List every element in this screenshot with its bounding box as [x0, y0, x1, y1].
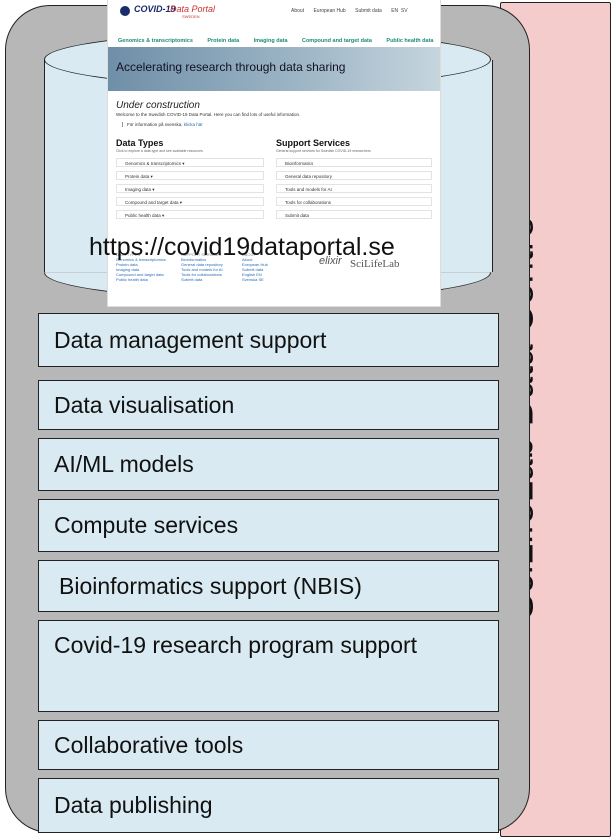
portal-logo-sub: SWEDEN [182, 14, 200, 19]
footer-heading: DATA TYPES [116, 252, 141, 257]
support-title: Support Services [276, 138, 351, 148]
nav-item: Genomics & transcriptomics [118, 38, 193, 44]
footer-link: About [242, 257, 253, 262]
service-label: Compute services [54, 512, 239, 538]
welcome-text: Welcome to the Swedish COVID-19 Data Por… [116, 112, 301, 117]
portal-screenshot: COVID-19 Data Portal SWEDEN About Europe… [108, 0, 440, 306]
footer-link: Bioinformatics [181, 257, 207, 262]
top-link: About [291, 8, 305, 14]
footer-link: Svenska SE [242, 277, 264, 282]
hero-title: Accelerating research through data shari… [116, 60, 346, 74]
service-data-management: Data management support [38, 313, 499, 367]
nav-item: Protein data [207, 38, 240, 44]
service-data-publishing: Data publishing [38, 778, 499, 833]
service-collaborative-tools: Collaborative tools [38, 720, 499, 770]
service-label: Data management support [54, 326, 327, 353]
footer-link: Submit data [181, 277, 203, 282]
portal-topbar: COVID-19 Data Portal SWEDEN About Europe… [108, 0, 440, 26]
service-compute: Compute services [38, 499, 499, 552]
support-row: Submit data [276, 210, 432, 219]
footer-link: General data repository [181, 262, 223, 267]
nav-item: Imaging data [253, 38, 288, 44]
elixir-logo: elixir [319, 255, 342, 267]
service-label: Data publishing [54, 792, 213, 818]
footer-col-data-types: DATA TYPES Genomics & transcriptomics Pr… [116, 252, 166, 282]
footer-heading: SUPPORT SERVICES [181, 252, 222, 257]
footer-link: Tools and models for AI [181, 267, 223, 272]
footer-link: Imaging data [116, 267, 140, 272]
under-construction-heading: Under construction [116, 100, 200, 111]
support-row: Bioinformatics [276, 158, 432, 167]
footer-link: European Hub [242, 262, 268, 267]
service-label: Covid-19 research program support [54, 632, 418, 658]
data-type-row: Compound and target data ▾ [116, 197, 264, 206]
service-data-visualisation: Data visualisation [38, 380, 499, 430]
footer-link: Genomics & transcriptomics [116, 257, 166, 262]
service-covid-program: Covid-19 research program support [38, 620, 499, 712]
support-sub: General support services for Swedish COV… [276, 149, 371, 153]
data-type-row: Public health data ▾ [116, 210, 264, 219]
info-note: För information på svenska, klicka här [122, 122, 203, 127]
service-ai-ml-models: AI/ML models [38, 438, 499, 491]
service-bioinformatics: Bioinformatics support (NBIS) [38, 560, 499, 612]
data-type-row: Genomics & transcriptomics ▾ [116, 158, 264, 167]
nav-item: Public health data [386, 38, 434, 44]
data-type-row: Protein data ▾ [116, 171, 264, 180]
portal-logo-icon [120, 6, 130, 16]
info-prefix: För information på svenska, [127, 122, 183, 127]
portal-logo-suffix: Data Portal [170, 4, 216, 14]
portal-url: https://covid19dataportal.se [89, 233, 395, 261]
footer-link: Submit data [242, 267, 264, 272]
support-row: Tools and models for AI [276, 184, 432, 193]
info-link: klicka här [183, 122, 203, 127]
footer-link: Compound and target data [116, 272, 164, 277]
footer-heading: ABOUT [242, 252, 256, 257]
service-label: Data visualisation [54, 391, 235, 418]
data-types-title: Data Types [116, 138, 164, 148]
footer-col-about: ABOUT About European Hub Submit data Eng… [242, 252, 268, 282]
top-link: Submit data [355, 8, 382, 14]
data-types-sub: Click to explore a data type and see ava… [116, 149, 203, 153]
portal-top-links: About European Hub Submit data EN SV [291, 8, 416, 14]
portal-nav: Genomics & transcriptomics Protein data … [108, 29, 440, 44]
service-label: Collaborative tools [54, 731, 244, 758]
footer-link: Tools for collaborations [181, 272, 222, 277]
footer-link: Protein data [116, 262, 138, 267]
data-type-row: Imaging data ▾ [116, 184, 264, 193]
support-row: Tools for collaborations [276, 197, 432, 206]
footer-link: English EN [242, 272, 262, 277]
scilifelab-logo: SciLifeLab [350, 258, 400, 270]
support-row: General data repository [276, 171, 432, 180]
top-link: European Hub [313, 8, 346, 14]
service-label: AI/ML models [54, 451, 194, 477]
portal-hero: Accelerating research through data shari… [108, 47, 440, 91]
nav-item: Compound and target data [301, 38, 372, 44]
service-label: Bioinformatics support (NBIS) [59, 572, 362, 599]
footer-link: Public health data [116, 277, 148, 282]
top-link: EN SV [391, 8, 408, 14]
footer-col-support: SUPPORT SERVICES Bioinformatics General … [181, 252, 223, 282]
portal-logo: COVID-19 [134, 4, 176, 14]
